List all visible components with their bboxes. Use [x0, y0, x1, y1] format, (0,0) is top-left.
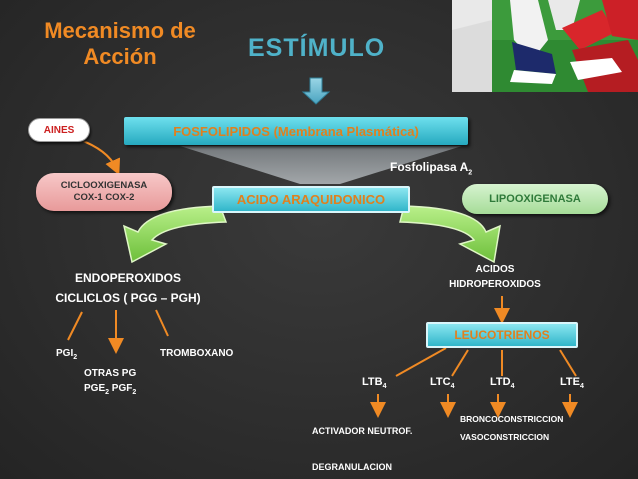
ciclooxigenasa-line1: CICLOOXIGENASA	[60, 180, 148, 191]
branch-ltc	[451, 349, 469, 377]
otras-pg-label: OTRAS PG PGE2 PGF2	[84, 366, 136, 400]
acidos-hidroperoxidos-label: ACIDOS HIDROPEROXIDOS	[430, 262, 560, 292]
ltc4-label: LTC4	[430, 376, 455, 391]
branch-pgi	[67, 311, 83, 341]
otras-pg-line1: OTRAS PG	[84, 368, 137, 379]
activador-neutrof-label: ACTIVADOR NEUTROF.	[312, 426, 413, 436]
ciclooxigenasa-line2: COX-1 COX-2	[73, 192, 135, 203]
otras-pg-line2: PGE2 PGF2	[84, 383, 137, 396]
page-title-line2: Acción	[83, 44, 157, 69]
aines-badge: AINES	[28, 118, 90, 142]
endoperoxidos-label: ENDOPEROXIDOS CICLICLOS ( PGG – PGH)	[30, 268, 226, 308]
endoperoxidos-line1: ENDOPEROXIDOS	[74, 271, 182, 285]
lipooxigenasa-box: LIPOOXIGENASA	[462, 184, 608, 214]
acidos-line1: ACIDOS	[475, 264, 515, 275]
ltd4-label: LTD4	[490, 376, 515, 391]
vasoconstriccion-label: VASOCONSTRICCION	[460, 432, 550, 442]
aines-arrow	[77, 138, 121, 176]
branch-lte	[559, 349, 577, 377]
acido-araquidonico-box: ACIDO ARAQUIDONICO	[212, 186, 410, 213]
acidos-line2: HIDROPEROXIDOS	[449, 279, 541, 290]
branch-ltb	[395, 347, 447, 377]
ciclooxigenasa-box: CICLOOXIGENASA COX-1 COX-2	[36, 173, 172, 211]
header-photo	[452, 0, 638, 92]
broncoconstriccion-label: BRONCOCONSTRICCION	[460, 414, 564, 424]
fosfolipasa-label: Fosfolipasa A2	[390, 160, 473, 177]
branch-tromboxano	[155, 309, 169, 337]
fosfolipidos-box: FOSFOLIPIDOS (Membrana Plasmática)	[124, 117, 468, 145]
lte4-label: LTE4	[560, 376, 584, 391]
endoperoxidos-line2: CICLICLOS ( PGG – PGH)	[55, 291, 201, 305]
estimulo-label: ESTÍMULO	[248, 34, 386, 62]
right-curved-arrow	[399, 205, 501, 264]
degranulacion-label: DEGRANULACION	[312, 462, 392, 472]
page-title: Mecanismo de Acción	[30, 18, 210, 70]
tromboxano-label: TROMBOXANO	[160, 348, 234, 359]
funnel-shape	[180, 146, 462, 184]
leucotrienos-box: LEUCOTRIENOS	[426, 322, 578, 348]
estimulo-down-arrow	[301, 77, 331, 105]
ltb4-label: LTB4	[362, 376, 387, 391]
left-curved-arrow	[122, 205, 228, 264]
pgi2-label: PGI2	[56, 348, 78, 361]
page-title-line1: Mecanismo de	[44, 18, 196, 43]
